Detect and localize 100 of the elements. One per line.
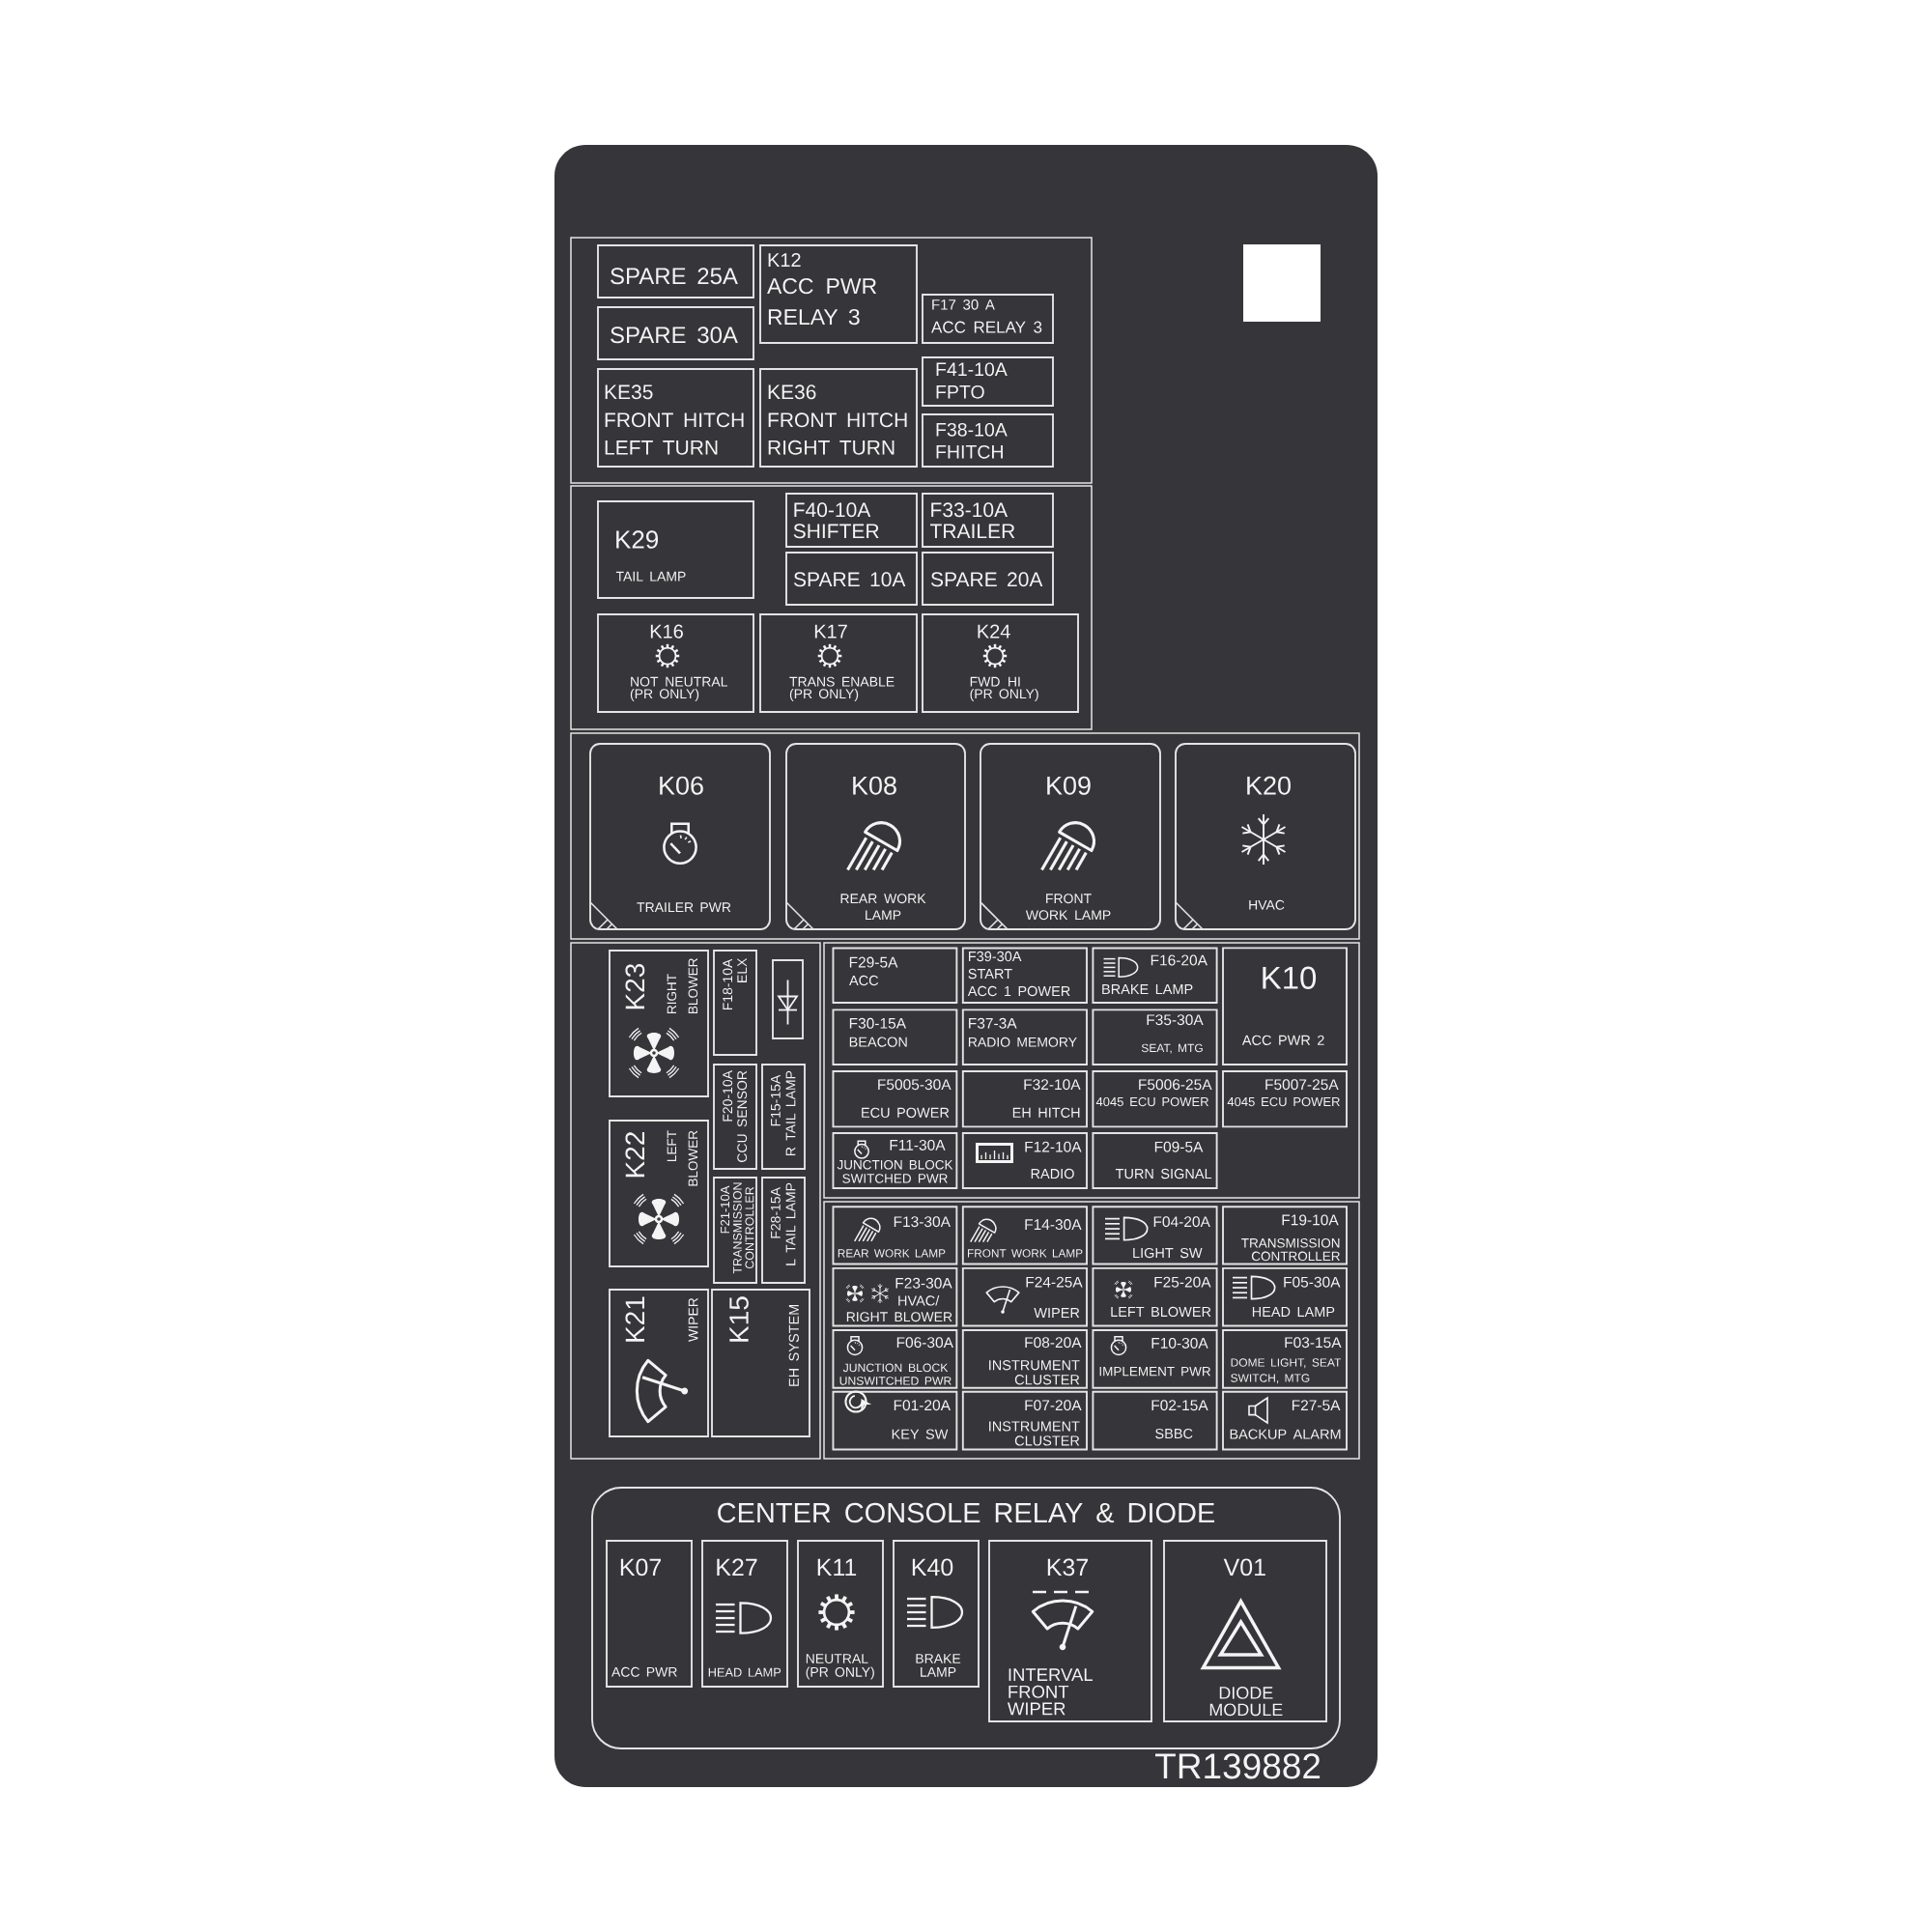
fuse-slot <box>961 1132 1088 1189</box>
relay-number: K15 <box>729 1296 749 1342</box>
fuse-rating: F01-20A <box>894 1400 951 1411</box>
fuse-slot <box>1092 1132 1218 1189</box>
circuit-label: 4045 ECU POWER <box>1095 1096 1208 1107</box>
fuse-slot <box>1092 947 1218 1004</box>
fuse-rating: F05-30A <box>1284 1276 1341 1288</box>
circuit-label: L TAIL LAMP <box>785 1182 796 1265</box>
spare-fuse-label: SPARE 25A <box>611 268 738 285</box>
relay-slot <box>597 500 754 599</box>
fuse-slot <box>713 1177 757 1284</box>
fuse-slot <box>1222 1390 1348 1451</box>
relay-number: K07 <box>620 1558 661 1577</box>
fuse-slot <box>922 356 1054 407</box>
fuse-slot <box>961 1206 1088 1265</box>
relay-number: K11 <box>817 1558 857 1576</box>
circuit-label: WIPER <box>1034 1308 1080 1318</box>
circuit-label: TURN SIGNAL <box>1115 1168 1212 1179</box>
circuit-label: FRONT WORK LAMP <box>968 1249 1083 1258</box>
circuit-label: ACC 1 POWER <box>967 985 1070 997</box>
fuse-rating: F03-15A <box>1285 1337 1342 1349</box>
circuit-label: ACC <box>849 975 879 986</box>
relay-number: KE35 <box>605 384 653 400</box>
fuse-slot <box>1222 1266 1348 1327</box>
fuse-slot <box>785 552 918 606</box>
section-frame <box>823 1201 1360 1460</box>
relay-number: K21 <box>625 1296 644 1342</box>
fuse-rating: F5006-25A <box>1139 1079 1212 1091</box>
circuit-label: ACC PWR RELAY 3 <box>767 277 877 326</box>
circuit-label: INTERVAL FRONT WIPER <box>1007 1668 1093 1716</box>
circuit-label: SBBC <box>1155 1428 1193 1439</box>
fuse-slot <box>922 413 1054 468</box>
relay-number: K23 <box>625 963 645 1009</box>
fuse-slot <box>1092 1206 1218 1265</box>
circuit-label: TRAILER <box>930 524 1015 538</box>
circuit-label: TRANSMISSION CONTROLLER <box>732 1182 754 1274</box>
circuit-label: FPTO <box>936 384 984 399</box>
circuit-label: INSTRUMENT CLUSTER <box>989 1360 1080 1385</box>
fuse-slot <box>761 1064 806 1170</box>
fuse-slot <box>961 1390 1088 1451</box>
relay-slot <box>759 613 918 713</box>
circuit-label: TRAILER PWR <box>637 902 731 912</box>
circuit-label: FHITCH <box>936 444 1003 459</box>
relay-slot <box>609 950 709 1097</box>
circuit-label: ACC RELAY 3 <box>931 321 1042 333</box>
relay-number: K37 <box>1047 1558 1088 1577</box>
fuse-rating: F39-30A <box>969 951 1022 962</box>
relay-slot <box>597 368 754 468</box>
circuit-label: TAIL LAMP <box>615 571 686 582</box>
relay-number: K06 <box>660 776 703 795</box>
circuit-label: DOME LIGHT, SEAT SWITCH, MTG <box>1231 1358 1342 1384</box>
relay-number: KE36 <box>768 384 816 400</box>
circuit-label: 4045 ECU POWER <box>1227 1096 1340 1107</box>
fuse-rating: F06-30A <box>896 1337 953 1349</box>
circuit-label: NOT NEUTRAL (PR ONLY) <box>630 676 727 701</box>
relay-slot <box>893 1540 980 1688</box>
circuit-label: KEY SW <box>892 1429 949 1439</box>
circuit-label: RIGHT BLOWER <box>846 1312 952 1322</box>
section-frame <box>570 237 1093 484</box>
fuse-slot <box>1092 1070 1218 1128</box>
fuse-slot <box>597 306 754 360</box>
fuse-slot <box>1092 1009 1218 1065</box>
fuse-rating: F16-20A <box>1151 954 1208 966</box>
relay-slot <box>597 613 754 713</box>
circuit-label: TRANSMISSION CONTROLLER <box>1241 1238 1340 1262</box>
fuse-rating: F24-25A <box>1026 1276 1083 1288</box>
fuse-rating: F07-20A <box>1025 1400 1082 1411</box>
fuse-slot <box>597 244 754 298</box>
fuse-slot <box>832 1266 958 1327</box>
relay-number: K40 <box>912 1558 953 1577</box>
fuse-slot <box>713 950 757 1056</box>
fuse-rating: F18-10A <box>723 958 733 1010</box>
section-frame <box>570 732 1360 940</box>
fuse-slot <box>922 552 1054 606</box>
circuit-label: EH HITCH <box>1012 1107 1080 1118</box>
relay-card <box>785 743 966 930</box>
fuse-rating: F14-30A <box>1025 1219 1082 1231</box>
circuit-label: HEAD LAMP <box>1252 1306 1335 1317</box>
fuse-slot <box>761 1177 806 1284</box>
fuse-rating: F08-20A <box>1025 1337 1082 1349</box>
fuse-rating: F09-5A <box>1154 1141 1204 1152</box>
relay-slot <box>701 1540 788 1688</box>
fuse-slot <box>832 1132 958 1189</box>
fuse-rating: F12-10A <box>1025 1141 1082 1152</box>
circuit-label: R TAIL LAMP <box>785 1070 796 1155</box>
circuit-label: ECU POWER <box>862 1107 950 1118</box>
fuse-slot <box>1092 1390 1218 1451</box>
relay-slot <box>606 1540 693 1688</box>
relay-slot <box>988 1540 1152 1722</box>
fuse-rating: F40-10A <box>794 502 871 518</box>
circuit-label: RADIO <box>1031 1168 1074 1179</box>
fuse-rating: F28-15A <box>770 1187 781 1238</box>
relay-slot <box>797 1540 884 1688</box>
circuit-label: ELX <box>737 957 747 982</box>
relay-number: K09 <box>1047 776 1091 795</box>
circuit-label: SEAT, MTG <box>1141 1043 1203 1054</box>
circuit-label: BRAKE LAMP <box>916 1654 961 1677</box>
fuse-slot <box>1222 1070 1348 1128</box>
section-frame <box>570 485 1093 730</box>
spare-fuse-label: SPARE 30A <box>611 327 738 344</box>
